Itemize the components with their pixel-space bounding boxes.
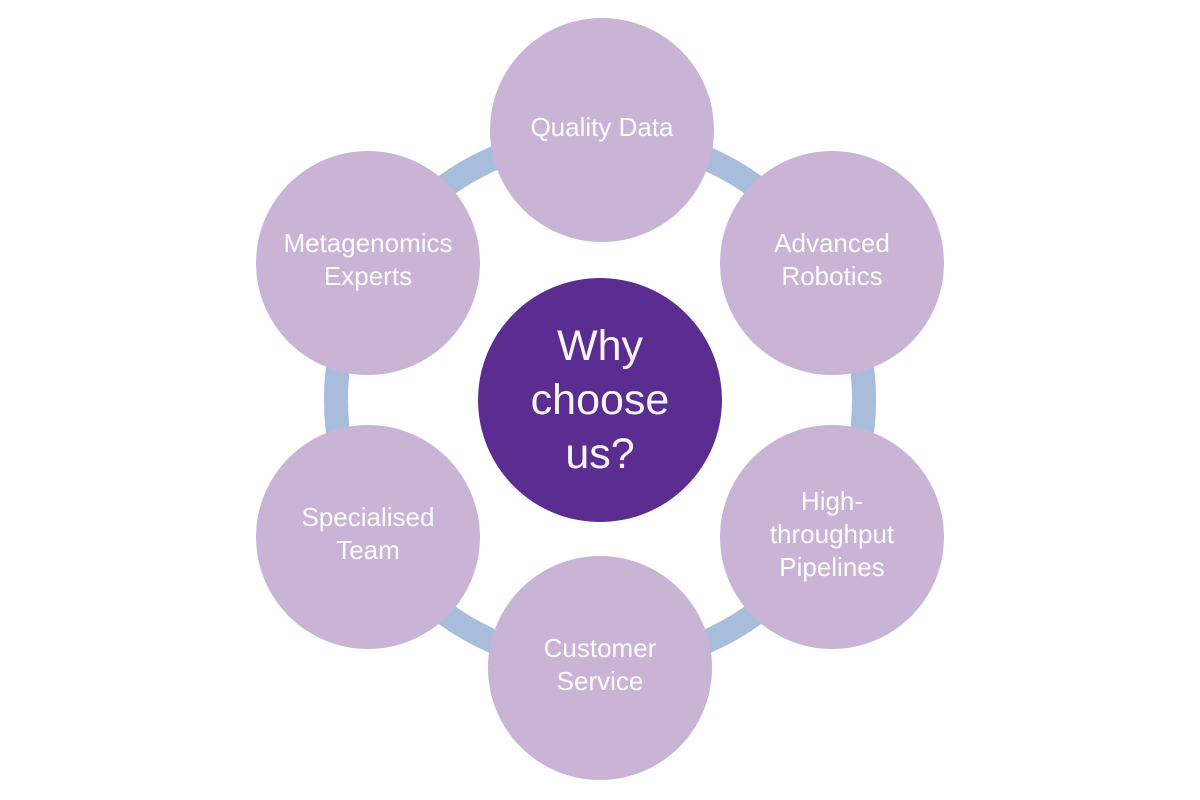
node-customer-service: Customer Service (488, 556, 712, 780)
node-center-why-choose-us: Why choose us? (478, 278, 722, 522)
node-center-label: Why choose us? (530, 322, 670, 478)
node-metagenomics-experts: Metagenomics Experts (256, 151, 480, 375)
node-customer-service-label: Customer Service (543, 633, 657, 696)
node-advanced-robotics: Advanced Robotics (720, 151, 944, 375)
node-specialised-team-label: Specialised Team (301, 502, 435, 565)
node-metagenomics-experts-label: Metagenomics Experts (283, 228, 453, 291)
node-advanced-robotics-label: Advanced Robotics (774, 228, 890, 291)
node-quality-data-label: Quality Data (530, 111, 674, 142)
node-high-throughput-pipelines: High-throughput Pipelines (720, 425, 944, 649)
node-specialised-team: Specialised Team (256, 425, 480, 649)
node-quality-data: Quality Data (490, 18, 714, 242)
node-high-throughput-pipelines-label: High-throughput Pipelines (769, 485, 895, 582)
